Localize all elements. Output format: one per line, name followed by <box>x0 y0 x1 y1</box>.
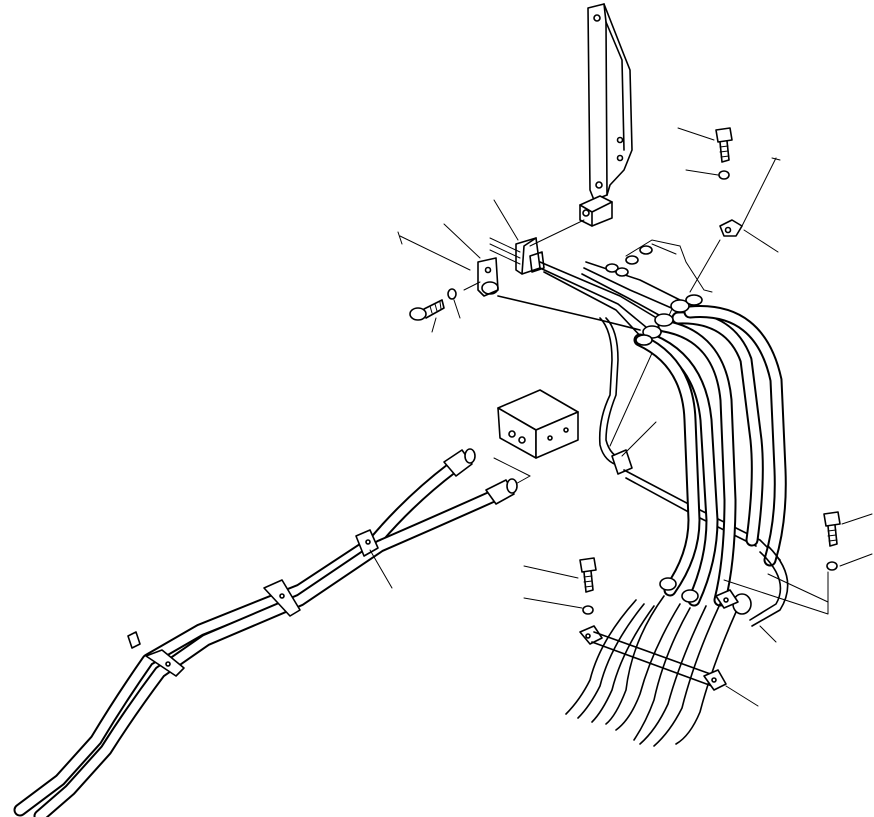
left-clip <box>397 223 499 297</box>
hose-bundle <box>565 294 789 747</box>
lower-washer-left <box>523 597 594 615</box>
wiring-harness-left <box>13 448 518 817</box>
lower-bolt-left <box>523 557 597 593</box>
upper-washer <box>685 169 730 180</box>
upper-bolt <box>677 127 733 163</box>
left-bolt <box>409 299 445 333</box>
left-washer <box>447 288 461 319</box>
valve-block <box>493 389 579 487</box>
harness-clamps <box>165 539 371 667</box>
upper-clip <box>689 157 781 293</box>
bracket-pivot <box>579 195 613 227</box>
lower-washer-right <box>723 553 873 615</box>
cross-bar-clamp <box>579 589 759 707</box>
lower-bolt-right <box>823 511 873 547</box>
mounting-bracket <box>587 3 633 201</box>
hose-clamp-block <box>489 199 585 275</box>
